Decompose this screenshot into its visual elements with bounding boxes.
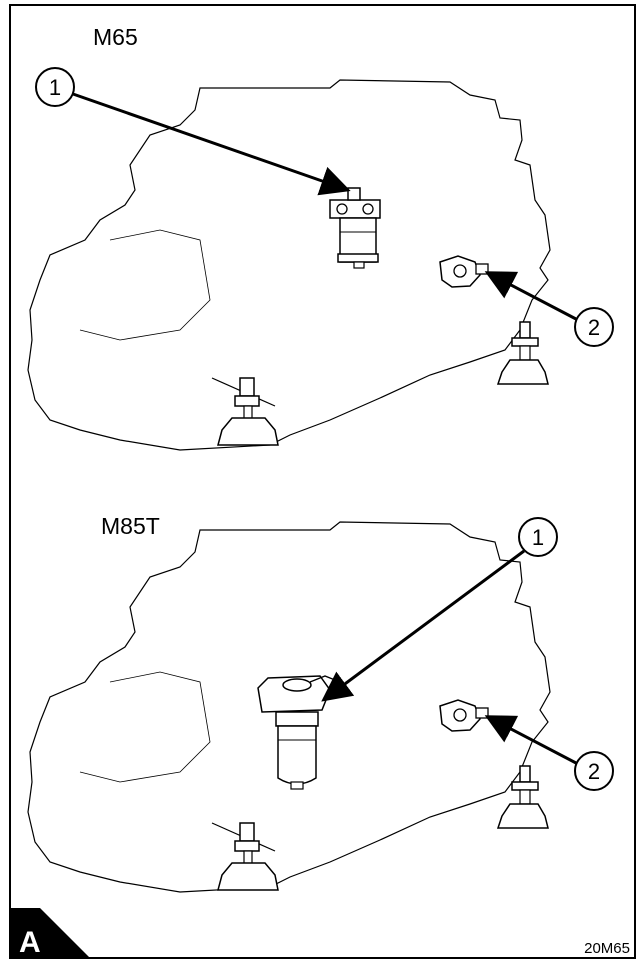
engine-outline-m65: [27, 79, 551, 451]
callout-number: 2: [588, 759, 600, 784]
callout-1-m65: 1: [35, 67, 351, 196]
model-label-m85t: M85T: [101, 513, 160, 539]
fuel-filter-m85t: [257, 675, 341, 790]
engine-mount-right-m65: [496, 321, 549, 385]
model-label-m65: M65: [93, 24, 138, 50]
callout-2-m65: 2: [484, 271, 614, 347]
engine-outline-m85t: [27, 521, 551, 893]
callout-2-m85t: 2: [484, 715, 614, 791]
callout-arrow: [484, 271, 577, 321]
callout-number: 2: [588, 315, 600, 340]
engine-mount-right-m85t: [496, 765, 549, 829]
callout-arrow: [321, 549, 525, 702]
fuel-filter-m65: [329, 187, 381, 269]
panel-letter: A: [19, 926, 41, 959]
lift-pump-m65: [439, 255, 489, 288]
callout-1-m85t: 1: [321, 517, 558, 702]
callout-arrow: [72, 92, 351, 196]
figure-reference-code: 20M65: [584, 940, 630, 957]
callout-number: 1: [49, 75, 61, 100]
engine-mount-left-m65: [211, 377, 279, 446]
figure-frame: [9, 4, 636, 959]
panel-letter-badge: A: [10, 908, 90, 959]
engine-mount-left-m85t: [211, 822, 279, 891]
callout-arrow: [484, 715, 577, 765]
lift-pump-m85t: [439, 699, 489, 732]
callout-number: 1: [532, 525, 544, 550]
